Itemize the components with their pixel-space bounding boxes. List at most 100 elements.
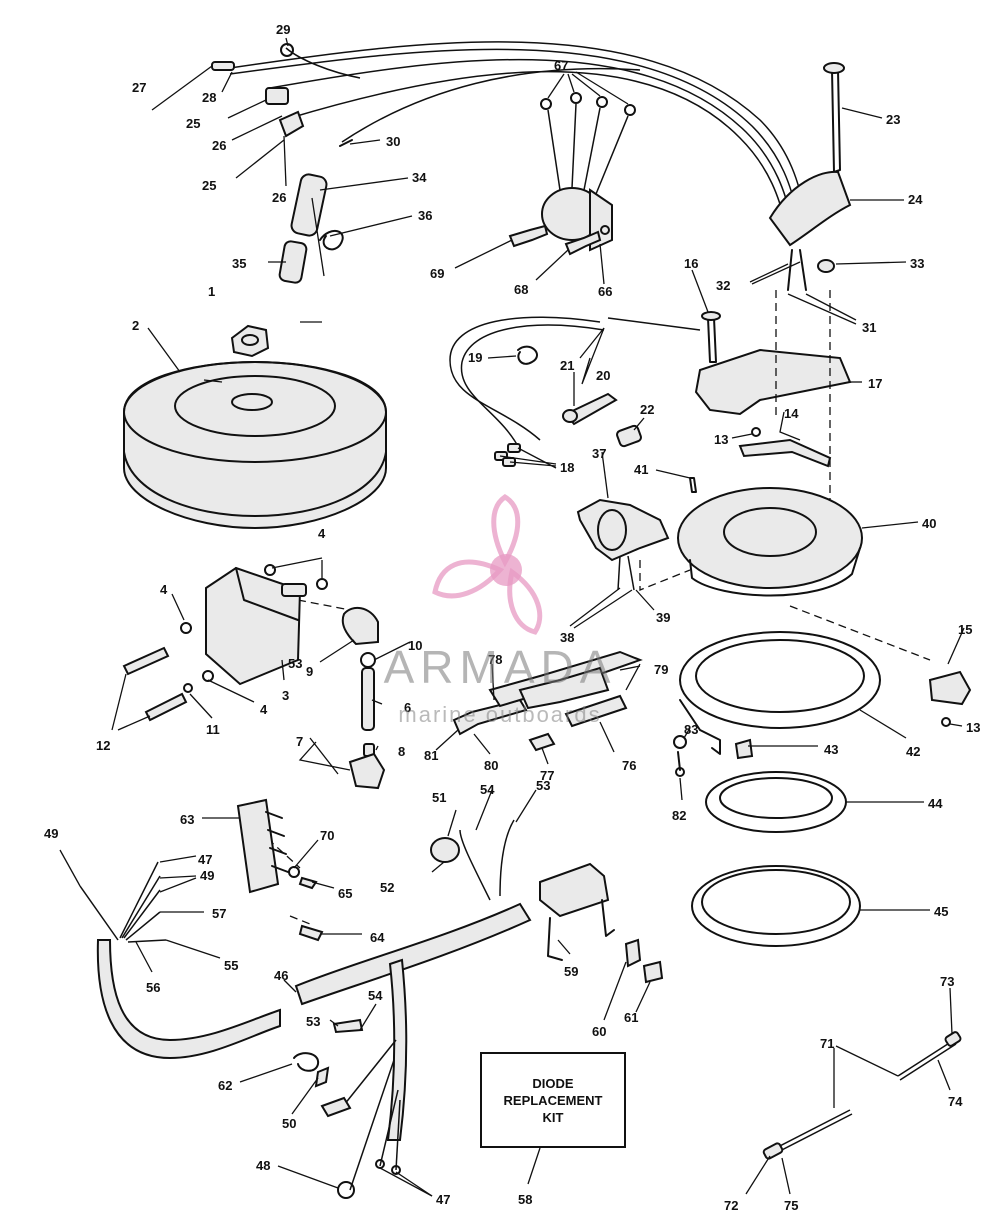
callout-4b: 4 bbox=[160, 582, 168, 597]
callout-leaders bbox=[59, 37, 965, 1197]
main-wiring-harness bbox=[79, 819, 664, 1199]
callout-82: 82 bbox=[672, 808, 686, 823]
callout-72: 72 bbox=[724, 1198, 738, 1213]
callout-71: 71 bbox=[820, 1036, 834, 1051]
callout-16: 16 bbox=[684, 256, 698, 271]
callout-26a: 26 bbox=[212, 138, 226, 153]
callout-33: 33 bbox=[910, 256, 924, 271]
callout-42: 42 bbox=[906, 744, 920, 759]
stator-wire-harness bbox=[229, 41, 806, 227]
callout-62: 62 bbox=[218, 1078, 232, 1093]
callout-22: 22 bbox=[640, 402, 654, 417]
callout-52: 52 bbox=[380, 880, 394, 895]
assembly-lines bbox=[257, 290, 931, 925]
callout-20: 20 bbox=[596, 368, 610, 383]
callout-9: 9 bbox=[306, 664, 313, 679]
callout-32: 32 bbox=[716, 278, 730, 293]
callout-4a: 4 bbox=[318, 526, 326, 541]
retainer-plates bbox=[679, 631, 972, 947]
callout-14: 14 bbox=[784, 406, 799, 421]
callout-41: 41 bbox=[634, 462, 648, 477]
callout-75: 75 bbox=[784, 1198, 798, 1213]
callout-79: 79 bbox=[654, 662, 668, 677]
callout-6: 6 bbox=[404, 700, 411, 715]
callout-70: 70 bbox=[320, 828, 334, 843]
callout-54b: 54 bbox=[368, 988, 383, 1003]
callout-numbers: 1 2 3 4 4 4 6 7 8 9 10 11 12 13 13 14 15… bbox=[44, 22, 980, 1213]
callout-23: 23 bbox=[886, 112, 900, 127]
watermark-brand: ARMADA bbox=[383, 641, 617, 693]
spark-terminal-assembly bbox=[452, 650, 687, 777]
callout-40: 40 bbox=[922, 516, 936, 531]
callout-57: 57 bbox=[212, 906, 226, 921]
callout-4c: 4 bbox=[260, 702, 268, 717]
callout-53c: 53 bbox=[288, 656, 302, 671]
diode-kit-box: DIODE REPLACEMENT KIT bbox=[480, 1052, 626, 1148]
callout-8: 8 bbox=[398, 744, 405, 759]
callout-18: 18 bbox=[560, 460, 574, 475]
callout-46: 46 bbox=[274, 968, 288, 983]
sensor-coil bbox=[576, 498, 670, 591]
callout-51: 51 bbox=[432, 790, 446, 805]
callout-3: 3 bbox=[282, 688, 289, 703]
callout-1: 1 bbox=[208, 284, 215, 299]
callout-44: 44 bbox=[928, 796, 943, 811]
callout-55: 55 bbox=[224, 958, 238, 973]
callout-37: 37 bbox=[592, 446, 606, 461]
diode-kit-label: DIODE REPLACEMENT KIT bbox=[503, 1075, 603, 1125]
callout-54a: 54 bbox=[480, 782, 495, 797]
callout-53b: 53 bbox=[306, 1014, 320, 1029]
callout-30: 30 bbox=[386, 134, 400, 149]
callout-13b: 13 bbox=[966, 720, 980, 735]
callout-73: 73 bbox=[940, 974, 954, 989]
callout-81: 81 bbox=[424, 748, 438, 763]
callout-45: 45 bbox=[934, 904, 948, 919]
callout-77: 77 bbox=[540, 768, 554, 783]
callout-15: 15 bbox=[958, 622, 972, 637]
callout-34: 34 bbox=[412, 170, 427, 185]
callout-25b: 25 bbox=[202, 178, 216, 193]
callout-63: 63 bbox=[180, 812, 194, 827]
callout-60: 60 bbox=[592, 1024, 606, 1039]
callout-47b: 47 bbox=[436, 1192, 450, 1207]
callout-7: 7 bbox=[296, 734, 303, 749]
callout-38: 38 bbox=[560, 630, 574, 645]
callout-53a: 53 bbox=[536, 778, 550, 793]
callout-48: 48 bbox=[256, 1158, 270, 1173]
callout-66: 66 bbox=[598, 284, 612, 299]
callout-11: 11 bbox=[206, 722, 220, 737]
callout-27: 27 bbox=[132, 80, 146, 95]
flywheel-assembly bbox=[123, 324, 387, 530]
callout-19: 19 bbox=[468, 350, 482, 365]
stator-cover-assembly bbox=[768, 62, 852, 291]
callout-78: 78 bbox=[488, 652, 502, 667]
callout-61: 61 bbox=[624, 1010, 638, 1025]
watermark-subtitle: marine outboards bbox=[398, 702, 602, 727]
callout-31: 31 bbox=[862, 320, 876, 335]
ignition-coil-assembly bbox=[122, 564, 386, 790]
callout-58: 58 bbox=[518, 1192, 532, 1207]
callout-74: 74 bbox=[948, 1094, 963, 1109]
callout-17: 17 bbox=[868, 376, 882, 391]
callout-10: 10 bbox=[408, 638, 422, 653]
jumper-wires bbox=[762, 1031, 962, 1160]
callout-43: 43 bbox=[824, 742, 838, 757]
callout-50: 50 bbox=[282, 1116, 296, 1131]
terminal-block-assembly bbox=[236, 798, 324, 942]
wire-terminals-top-left bbox=[211, 43, 353, 147]
rectifier-assembly bbox=[508, 92, 636, 256]
callout-76: 76 bbox=[622, 758, 636, 773]
callout-68: 68 bbox=[514, 282, 528, 297]
callout-25a: 25 bbox=[186, 116, 200, 131]
callout-13a: 13 bbox=[714, 432, 728, 447]
callout-59: 59 bbox=[564, 964, 578, 979]
callout-49a: 49 bbox=[44, 826, 58, 841]
callout-35: 35 bbox=[232, 256, 246, 271]
callout-69: 69 bbox=[430, 266, 444, 281]
callout-24: 24 bbox=[908, 192, 923, 207]
callout-2: 2 bbox=[132, 318, 139, 333]
callout-28: 28 bbox=[202, 90, 216, 105]
callout-67: 67 bbox=[554, 58, 568, 73]
callout-39: 39 bbox=[656, 610, 670, 625]
